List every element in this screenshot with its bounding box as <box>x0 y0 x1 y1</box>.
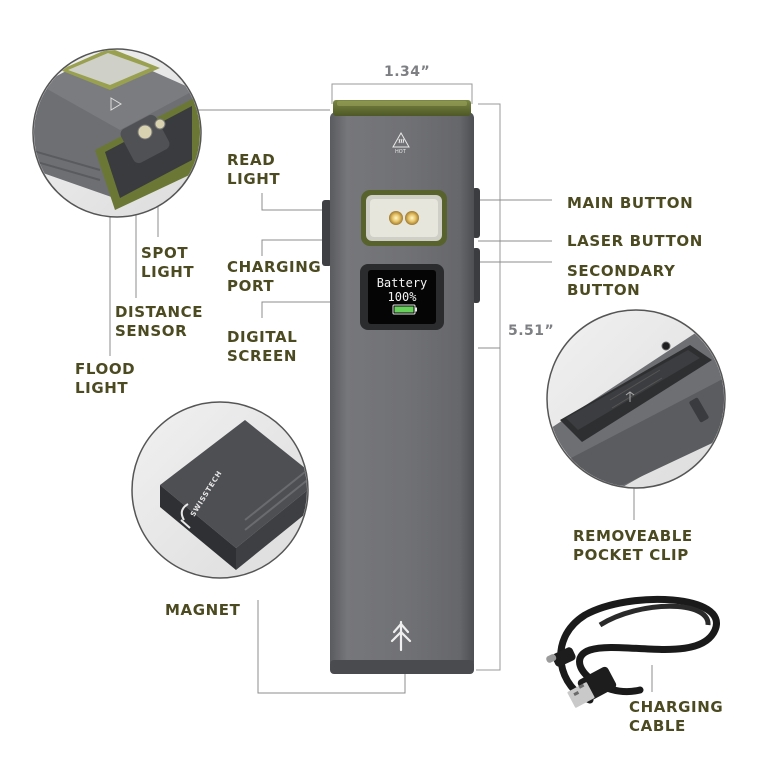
label-main-button: MAIN BUTTON <box>567 194 694 212</box>
tree-logo-icon <box>390 620 412 652</box>
height-dimension: 5.51” <box>508 323 555 339</box>
screen-line-1: Battery <box>376 276 428 290</box>
label-read-light: READ LIGHT <box>227 151 281 188</box>
magnet-icon <box>180 503 191 529</box>
hot-mark: HOT <box>395 149 406 155</box>
usb-a-plug-icon <box>567 666 617 708</box>
label-distance-sensor: DISTANCE SENSOR <box>115 303 204 340</box>
label-flood-light: FLOOD LIGHT <box>75 360 136 397</box>
label-charging-port: CHARGING PORT <box>227 258 322 295</box>
usb-c-plug-icon <box>546 647 576 667</box>
label-pocket-clip: REMOVEABLE POCKET CLIP <box>573 527 693 564</box>
label-spot-light: SPOT LIGHT <box>141 244 195 281</box>
label-laser-button: LASER BUTTON <box>567 232 703 250</box>
flashlight-body <box>322 100 480 674</box>
screen-line-2: 100% <box>387 290 417 304</box>
label-magnet: MAGNET <box>165 601 241 619</box>
detail-circle-clip <box>546 309 726 489</box>
battery-indicator-icon <box>392 304 417 315</box>
charging-cable-image <box>546 595 720 708</box>
detail-circle-head <box>32 48 202 218</box>
width-dimension: 1.34” <box>384 64 431 80</box>
label-secondary-button: SECONDARY BUTTON <box>567 262 676 299</box>
label-charging-cable: CHARGING CABLE <box>629 698 724 735</box>
label-digital-screen: DIGITAL SCREEN <box>227 328 298 365</box>
detail-circle-magnet <box>131 401 309 579</box>
hot-warning-icon <box>392 131 410 148</box>
